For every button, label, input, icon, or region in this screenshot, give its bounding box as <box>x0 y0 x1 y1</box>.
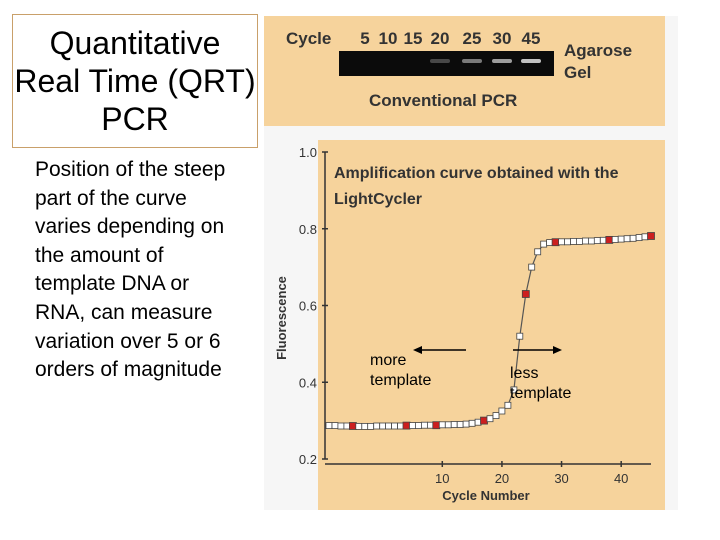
data-point <box>599 236 607 244</box>
data-point <box>438 421 446 429</box>
data-point <box>546 239 554 247</box>
x-tick-label: 40 <box>614 471 628 486</box>
data-point-highlighted <box>349 422 357 430</box>
figure-svg: Cycle 5 10 15 20 25 30 45 Agarose Gel Conventi… <box>264 16 665 510</box>
data-point <box>617 235 625 243</box>
data-point <box>492 412 500 420</box>
data-point <box>391 422 398 430</box>
gel-caption: Conventional PCR <box>369 91 517 110</box>
data-point <box>414 422 422 430</box>
data-point <box>528 263 536 271</box>
data-point <box>564 238 571 246</box>
gel-side-label-line2: Gel <box>564 63 591 82</box>
data-point <box>450 421 458 428</box>
data-point <box>343 422 351 430</box>
gel-cycle-30: 30 <box>493 29 512 48</box>
figure-panel: Cycle 5 10 15 20 25 30 45 Agarose Gel Conventi… <box>264 16 678 510</box>
gel-band-45 <box>521 59 541 63</box>
data-point <box>540 240 548 248</box>
data-point <box>575 237 583 245</box>
data-point <box>409 422 416 430</box>
chart-title-line2: LightCycler <box>334 191 422 208</box>
data-point <box>420 421 428 429</box>
data-point-highlighted <box>432 421 441 430</box>
gel-band-25 <box>462 59 482 63</box>
y-axis-label: Fluorescence <box>274 276 289 360</box>
x-axis-label: Cycle Number <box>442 488 529 503</box>
less-template-arrow-head <box>553 346 562 354</box>
chart-title-line1: Amplification curve obtained with the <box>334 165 619 182</box>
data-point <box>558 238 566 246</box>
x-tick-label: 10 <box>435 471 449 486</box>
y-tick-label: 1.0 <box>299 145 317 160</box>
slide-title: Quantitative Real Time (QRT) PCR <box>14 25 256 137</box>
gel-cycle-20: 20 <box>431 29 450 48</box>
data-point-highlighted <box>521 290 530 298</box>
data-point <box>456 421 464 428</box>
gel-cycle-label: Cycle <box>286 29 331 48</box>
data-point <box>373 422 381 430</box>
data-point <box>444 421 452 429</box>
data-point <box>570 237 577 245</box>
data-point <box>623 235 631 243</box>
data-point <box>462 420 470 428</box>
data-point <box>534 248 542 256</box>
data-point-highlighted <box>480 416 488 425</box>
data-point-highlighted <box>605 235 614 244</box>
gel-band-30 <box>492 59 512 63</box>
data-point <box>498 407 506 415</box>
gel-image <box>339 51 554 76</box>
annotation-more-template: more template <box>370 352 432 389</box>
data-point <box>611 236 619 243</box>
data-point-highlighted <box>551 238 560 247</box>
data-point <box>331 422 339 430</box>
data-point <box>355 422 363 430</box>
data-point <box>361 422 369 430</box>
data-point <box>635 234 643 242</box>
data-point <box>587 237 595 245</box>
slide-body-text: Position of the steep part of the curve … <box>35 158 226 382</box>
data-point <box>385 422 392 430</box>
data-point <box>325 422 333 430</box>
data-point <box>486 415 494 423</box>
gel-cycle-45: 45 <box>522 29 541 48</box>
data-point-highlighted <box>647 232 655 240</box>
data-point <box>593 237 601 245</box>
data-point <box>367 422 375 430</box>
y-tick-label: 0.2 <box>299 452 317 467</box>
gel-cycle-10: 10 <box>379 29 398 48</box>
data-point <box>510 386 518 394</box>
x-tick-label: 30 <box>554 471 568 486</box>
gel-cycle-15: 15 <box>404 29 423 48</box>
data-point <box>379 422 387 430</box>
gel-cycle-5: 5 <box>360 29 369 48</box>
data-point <box>468 419 476 427</box>
gel-cycle-25: 25 <box>463 29 482 48</box>
data-point <box>641 233 649 241</box>
y-tick-label: 0.6 <box>299 299 317 314</box>
annotation-less-template: less template <box>510 365 572 402</box>
y-tick-label: 0.8 <box>299 222 317 237</box>
slide-title-box: Quantitative Real Time (QRT) PCR <box>12 14 258 148</box>
data-point <box>516 332 524 340</box>
data-point <box>629 234 637 242</box>
y-tick-label: 0.4 <box>299 375 317 390</box>
gel-side-label-line1: Agarose <box>564 41 632 60</box>
data-point <box>581 237 589 245</box>
gel-band-20 <box>430 59 450 63</box>
data-point <box>337 422 345 430</box>
x-tick-label: 20 <box>495 471 509 486</box>
more-template-arrow-head <box>413 346 422 354</box>
data-point <box>504 401 512 409</box>
chart-panel-background <box>318 140 665 510</box>
data-point-highlighted <box>402 421 411 430</box>
